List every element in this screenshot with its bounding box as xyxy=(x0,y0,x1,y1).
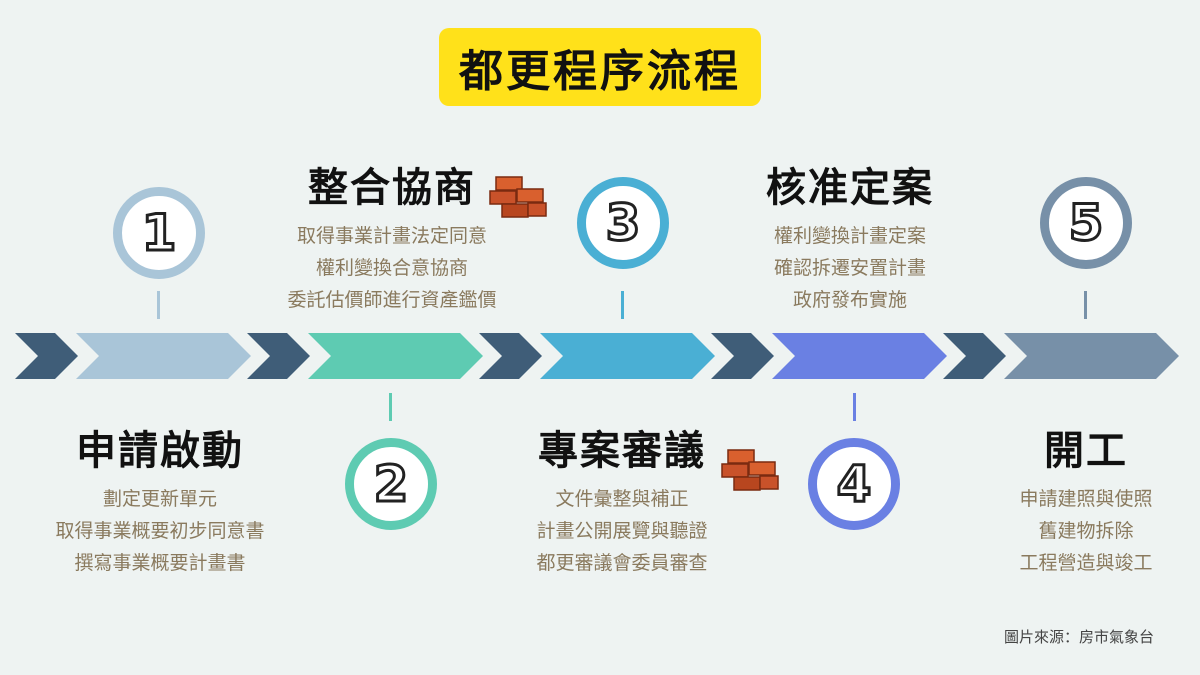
step-1-circle: 1 xyxy=(113,187,205,279)
step-1-description: 劃定更新單元 取得事業概要初步同意書 撰寫事業概要計畫書 xyxy=(10,483,310,579)
step-1-title: 申請啟動 xyxy=(76,428,244,474)
step-1-number: 1 xyxy=(140,203,178,264)
title-banner: 都更程序流程 xyxy=(439,28,761,106)
step-1-item: 撰寫事業概要計畫書 xyxy=(74,552,246,574)
step-4-item: 確認拆遷安置計畫 xyxy=(773,257,926,279)
step-4-number: 4 xyxy=(835,454,873,515)
step-5-item: 工程營造與竣工 xyxy=(1019,552,1153,574)
step-2-circle: 2 xyxy=(345,438,437,530)
dark-chevron-2 xyxy=(247,333,310,379)
step-5-connector xyxy=(1084,291,1087,319)
step-chevron-5 xyxy=(1004,333,1179,379)
step-chevron-4 xyxy=(772,333,947,379)
dark-chevron-3 xyxy=(479,333,542,379)
step-3-description: 文件彙整與補正 計畫公開展覽與聽證 都更審議會委員審查 xyxy=(472,483,772,579)
step-4-connector xyxy=(853,393,856,421)
dark-chevron-5 xyxy=(943,333,1006,379)
dark-chevron-4 xyxy=(711,333,774,379)
step-2-item: 委託估價師進行資產鑑價 xyxy=(287,289,497,311)
step-2-description: 取得事業計畫法定同意 權利變換合意協商 委託估價師進行資產鑑價 xyxy=(242,220,542,316)
step-2-item: 取得事業計畫法定同意 xyxy=(296,225,487,247)
image-source-credit: 圖片來源：房市氣象台 xyxy=(1003,628,1154,646)
step-2-connector xyxy=(389,393,392,421)
brick-icon xyxy=(489,176,547,218)
step-4-circle: 4 xyxy=(808,438,900,530)
step-4-title: 核准定案 xyxy=(766,165,934,211)
step-1-connector xyxy=(157,291,160,319)
step-5-item: 申請建照與使照 xyxy=(1019,488,1153,510)
brick-icon xyxy=(721,449,779,491)
step-3-title: 專案審議 xyxy=(538,428,706,474)
step-3-circle: 3 xyxy=(577,177,669,269)
step-2-number: 2 xyxy=(372,454,410,515)
step-2-item: 權利變換合意協商 xyxy=(315,257,468,279)
step-3-connector xyxy=(621,291,624,319)
step-3-item: 計畫公開展覽與聽證 xyxy=(536,520,708,542)
step-5-circle: 5 xyxy=(1040,177,1132,269)
step-5-title: 開工 xyxy=(1044,428,1128,474)
step-4-item: 權利變換計畫定案 xyxy=(773,225,926,247)
step-5-item: 舊建物拆除 xyxy=(1038,520,1134,542)
step-1-item: 取得事業概要初步同意書 xyxy=(55,520,265,542)
step-4-description: 權利變換計畫定案 確認拆遷安置計畫 政府發布實施 xyxy=(700,220,1000,316)
step-chevron-3 xyxy=(540,333,715,379)
step-3-number: 3 xyxy=(604,193,642,254)
step-5-description: 申請建照與使照 舊建物拆除 工程營造與竣工 xyxy=(936,483,1200,579)
step-5-number: 5 xyxy=(1067,193,1105,254)
step-chevron-2 xyxy=(308,333,483,379)
page-title: 都更程序流程 xyxy=(459,46,741,97)
step-2-title: 整合協商 xyxy=(308,165,476,211)
step-1-item: 劃定更新單元 xyxy=(102,488,217,510)
dark-chevron-1 xyxy=(15,333,78,379)
step-3-item: 文件彙整與補正 xyxy=(555,488,689,510)
step-3-item: 都更審議會委員審查 xyxy=(536,552,708,574)
step-4-item: 政府發布實施 xyxy=(792,289,907,311)
step-chevron-1 xyxy=(76,333,251,379)
